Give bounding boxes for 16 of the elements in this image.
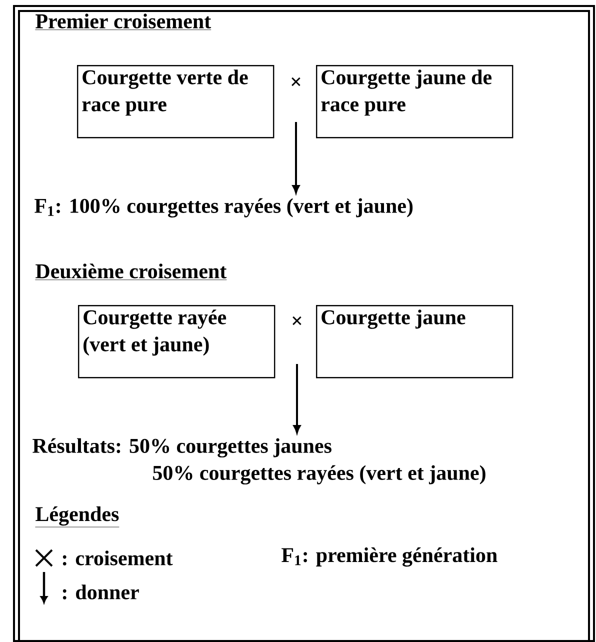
section-heading: Légendes bbox=[35, 506, 120, 528]
legend-text: : donner bbox=[62, 584, 139, 600]
legend-text: F$_{1}$: première génération bbox=[282, 547, 498, 567]
section-heading: Premier croisement bbox=[35, 14, 212, 30]
cross-symbol: × bbox=[292, 77, 300, 86]
result-text: F$_{1}$: 100% courgettes rayées (vert et jaune) bbox=[34, 198, 413, 218]
text-box: Courgette rayée (vert et jaune) bbox=[78, 305, 276, 378]
text-box: Courgette jaune de race pure bbox=[316, 65, 514, 138]
text-box: Courgette verte de race pure bbox=[77, 65, 274, 138]
text-box: Courgette jaune bbox=[316, 305, 514, 378]
legend-text: : croisement bbox=[62, 550, 173, 566]
section-heading: Deuxième croisement bbox=[35, 264, 227, 280]
arrow bbox=[293, 364, 301, 434]
cross-symbol: × bbox=[292, 316, 302, 326]
result-text: Résultats: 50% courgettes jaunes 50% courgettes rayées (vert et jaune) bbox=[32, 438, 486, 484]
arrow bbox=[292, 122, 300, 194]
